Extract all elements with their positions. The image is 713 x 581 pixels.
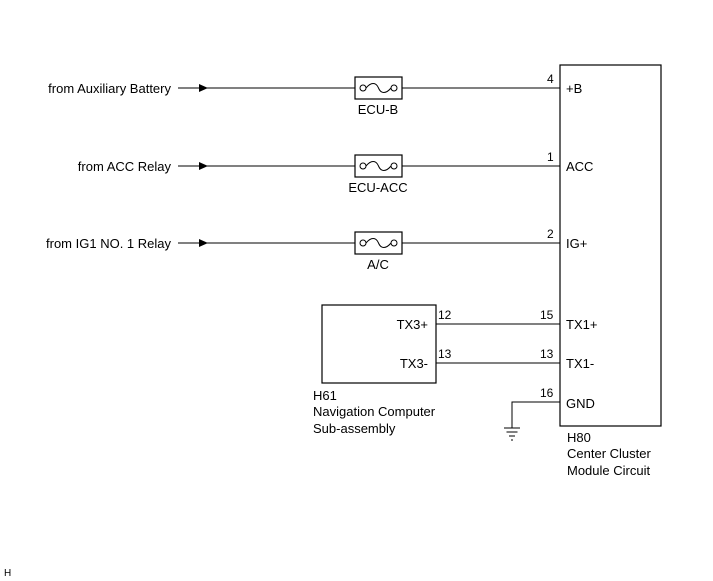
input-label: from ACC Relay xyxy=(78,159,172,174)
input-label: from IG1 NO. 1 Relay xyxy=(46,236,171,251)
arrow-right-icon xyxy=(199,84,208,92)
nav-pin-number: 13 xyxy=(438,347,452,361)
cluster-terminal-label: IG+ xyxy=(566,236,587,251)
ground-wire xyxy=(511,401,560,428)
center-cluster-box xyxy=(559,64,662,427)
input-row-acc-relay: from ACC Relay ECU-ACC 1 ACC xyxy=(78,150,594,195)
cluster-pin-number: 15 xyxy=(540,308,554,322)
cluster-pin-number: 13 xyxy=(540,347,554,361)
nav-terminal-label: TX3- xyxy=(400,356,428,371)
fuse-icon xyxy=(354,76,403,100)
cluster-pin-number: 16 xyxy=(540,386,554,400)
nav-terminal-label: TX3+ xyxy=(397,317,428,332)
nav-computer-name-line2: Sub-assembly xyxy=(313,421,396,436)
cluster-terminal-label: ACC xyxy=(566,159,593,174)
arrow-right-icon xyxy=(199,162,208,170)
nav-pin-number: 12 xyxy=(438,308,452,322)
fuse-label: A/C xyxy=(367,257,389,272)
cluster-pin-number: 4 xyxy=(547,72,554,86)
nav-computer-code: H61 xyxy=(313,388,337,403)
fuse-icon xyxy=(354,154,403,178)
arrow-right-icon xyxy=(199,239,208,247)
fuse-label: ECU-ACC xyxy=(348,180,407,195)
cluster-terminal-label: TX1- xyxy=(566,356,594,371)
cluster-terminal-label: TX1+ xyxy=(566,317,597,332)
input-row-ig1-relay: from IG1 NO. 1 Relay A/C 2 IG+ xyxy=(46,227,587,272)
cluster-name-line1: Center Cluster xyxy=(567,446,651,461)
cluster-pin-number: 1 xyxy=(547,150,554,164)
cluster-code: H80 xyxy=(567,430,591,445)
cluster-name-line2: Module Circuit xyxy=(567,463,650,478)
corner-mark: H xyxy=(4,568,11,579)
fuse-label: ECU-B xyxy=(358,102,398,117)
input-label: from Auxiliary Battery xyxy=(48,81,171,96)
cluster-terminal-label: GND xyxy=(566,396,595,411)
nav-computer-name-line1: Navigation Computer xyxy=(313,404,436,419)
cluster-pin-number: 2 xyxy=(547,227,554,241)
fuse-icon xyxy=(354,231,403,255)
navigation-computer-box xyxy=(321,304,437,384)
ground-symbol-icon xyxy=(504,427,520,441)
input-row-auxiliary-battery: from Auxiliary Battery ECU-B 4 +B xyxy=(48,72,582,117)
cluster-terminal-label: +B xyxy=(566,81,582,96)
